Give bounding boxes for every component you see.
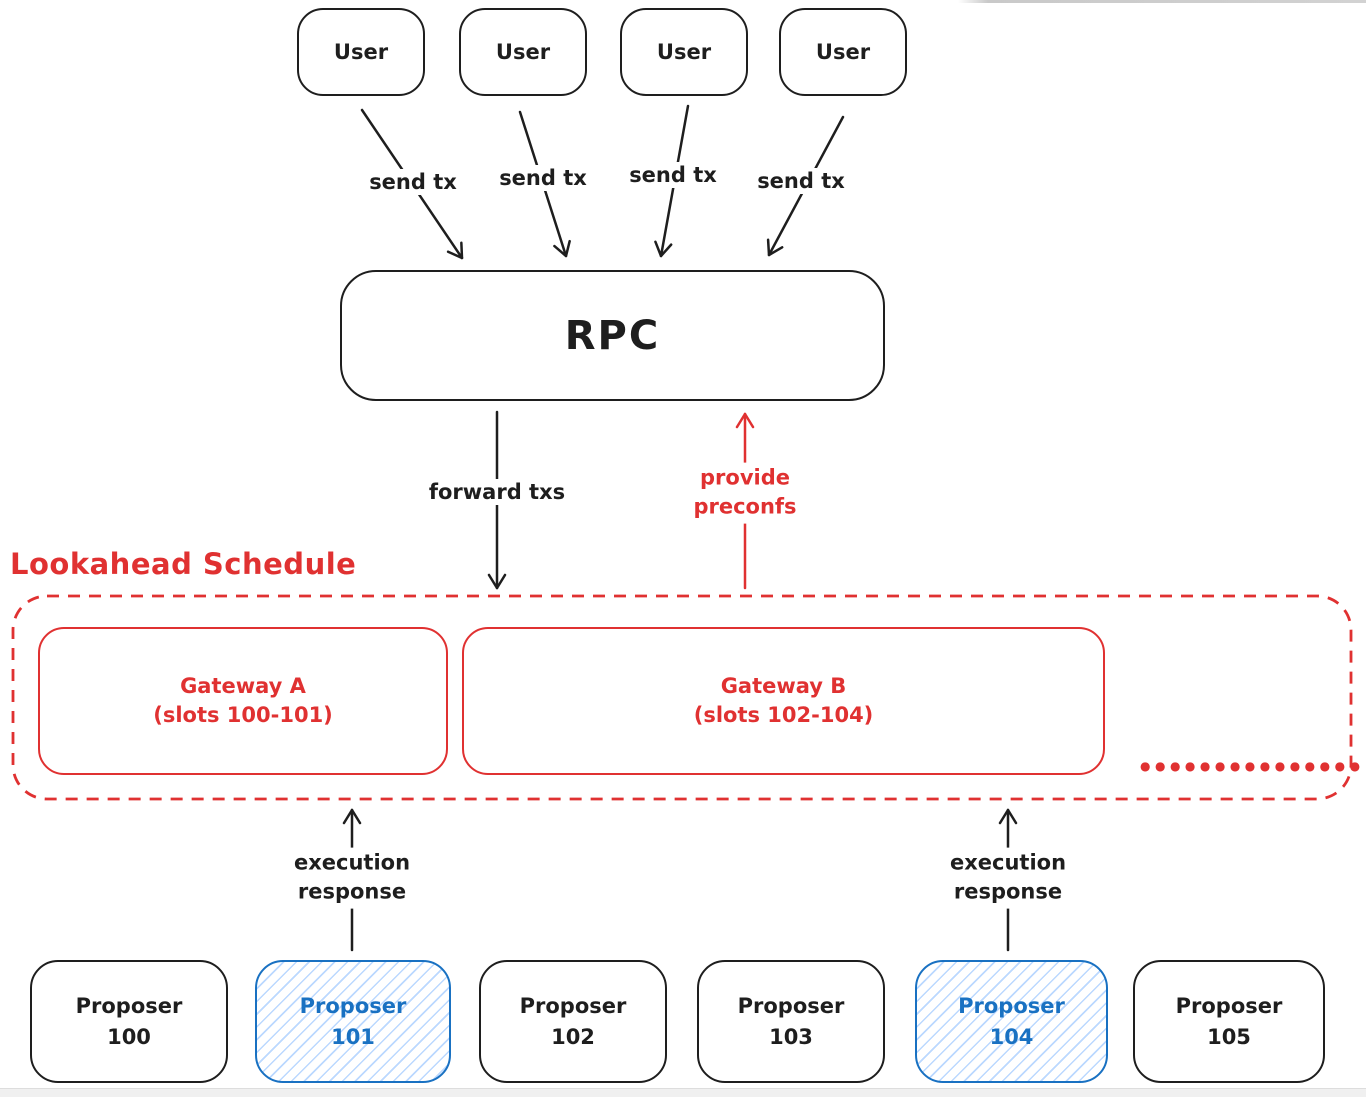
gateway-a-name: Gateway A	[180, 673, 306, 698]
user-label: User	[815, 40, 871, 64]
proposer-name: Proposer	[737, 994, 845, 1019]
provide-preconfs-line1: provide	[700, 465, 790, 490]
user-label: User	[495, 40, 551, 64]
send-tx-label-4: send tx	[752, 168, 850, 194]
proposer-104-node: Proposer 104	[915, 960, 1108, 1083]
execution-response-line1: execution	[949, 850, 1067, 875]
rpc-node: RPC	[340, 270, 885, 401]
gateway-b-slots: (slots 102-104)	[693, 703, 874, 727]
user-node-4: User	[779, 8, 907, 96]
send-tx-label-2: send tx	[494, 165, 592, 191]
execution-response-label-right: execution response	[944, 847, 1072, 909]
proposer-name: Proposer	[1175, 994, 1283, 1019]
user-label: User	[656, 40, 712, 64]
user-node-1: User	[297, 8, 425, 96]
proposer-number: 103	[769, 1024, 813, 1049]
proposer-number: 102	[551, 1024, 595, 1049]
forward-txs-label: forward txs	[423, 479, 571, 505]
proposer-name: Proposer	[75, 994, 183, 1019]
proposer-number: 105	[1207, 1024, 1251, 1049]
send-tx-label-1: send tx	[364, 169, 462, 195]
proposer-100-node: Proposer 100	[30, 960, 228, 1083]
execution-response-label-left: execution response	[288, 847, 416, 909]
execution-response-line2: response	[297, 880, 407, 904]
provide-preconfs-line2: preconfs	[693, 495, 797, 519]
execution-response-line1: execution	[293, 850, 411, 875]
proposer-101-node: Proposer 101	[255, 960, 451, 1083]
gateway-b-name: Gateway B	[720, 673, 847, 698]
rpc-label: RPC	[564, 312, 661, 359]
send-tx-label-3: send tx	[624, 162, 722, 188]
proposer-name: Proposer	[958, 994, 1065, 1019]
gateway-b-node: Gateway B (slots 102-104)	[462, 627, 1105, 775]
lookahead-schedule-title: Lookahead Schedule	[10, 547, 357, 581]
proposer-102-node: Proposer 102	[479, 960, 667, 1083]
window-bottom-strip	[0, 1088, 1366, 1097]
user-label: User	[333, 40, 389, 64]
execution-response-line2: response	[953, 880, 1063, 904]
proposer-name: Proposer	[519, 994, 627, 1019]
proposer-105-node: Proposer 105	[1133, 960, 1325, 1083]
user-node-2: User	[459, 8, 587, 96]
window-top-edge	[958, 0, 1366, 3]
proposer-number: 100	[107, 1024, 151, 1049]
gateway-a-node: Gateway A (slots 100-101)	[38, 627, 448, 775]
user-node-3: User	[620, 8, 748, 96]
proposer-number: 104	[989, 1024, 1034, 1049]
proposer-number: 101	[331, 1024, 375, 1049]
gateway-a-slots: (slots 100-101)	[153, 703, 333, 727]
more-gateways-ellipsis: ●●●●●●●●●●●●●●●	[1140, 759, 1365, 773]
provide-preconfs-label: provide preconfs	[688, 462, 802, 524]
proposer-name: Proposer	[299, 994, 407, 1019]
proposer-103-node: Proposer 103	[697, 960, 885, 1083]
